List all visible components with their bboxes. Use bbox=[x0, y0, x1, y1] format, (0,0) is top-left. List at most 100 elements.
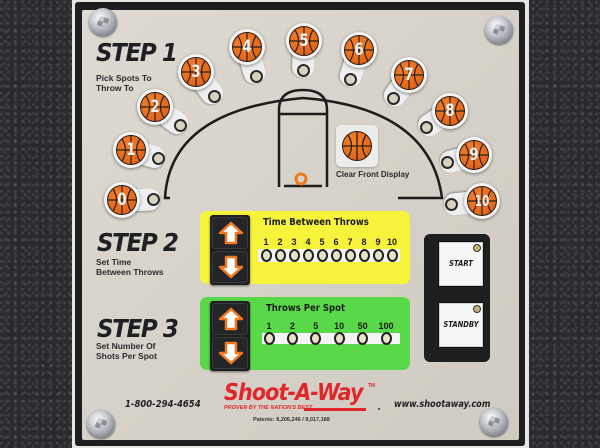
tick-label: 10 bbox=[386, 237, 397, 247]
spot-number: 7 bbox=[404, 65, 414, 85]
spot-led-10 bbox=[444, 197, 458, 211]
tick-label: 5 bbox=[319, 237, 325, 247]
indicator-led bbox=[316, 249, 328, 262]
spot-button-8[interactable]: 8 bbox=[432, 93, 468, 129]
spot-number: 8 bbox=[445, 101, 455, 121]
step3-subtitle-line2: Shots Per Spot bbox=[96, 351, 157, 361]
basketball-icon: 1 bbox=[116, 135, 146, 165]
clear-front-display-button[interactable] bbox=[336, 125, 378, 167]
tick-label: 10 bbox=[334, 321, 345, 331]
tick-label: 5 bbox=[313, 321, 319, 331]
throws-indicator-window bbox=[262, 333, 400, 344]
website: www.shootaway.com bbox=[394, 399, 491, 410]
spot-button-10[interactable]: 10 bbox=[464, 183, 500, 219]
tick-label: 9 bbox=[375, 237, 381, 247]
separator-dot bbox=[378, 408, 380, 410]
spot-button-6[interactable]: 6 bbox=[341, 32, 377, 68]
time-decrease-button[interactable] bbox=[212, 251, 248, 283]
spot-button-1[interactable]: 1 bbox=[113, 132, 149, 168]
brand-logo: Shoot-A-Way bbox=[224, 380, 364, 406]
step2-subtitle-line2: Between Throws bbox=[96, 267, 164, 277]
basketball-icon: 10 bbox=[467, 186, 497, 216]
spot-button-2[interactable]: 2 bbox=[137, 89, 173, 125]
spot-led-2 bbox=[173, 118, 187, 132]
tick-label: 8 bbox=[361, 237, 367, 247]
indicator-led bbox=[380, 332, 392, 345]
time-between-throws-title: Time Between Throws bbox=[263, 217, 369, 228]
start-button[interactable]: START bbox=[438, 241, 484, 287]
spot-button-4[interactable]: 4 bbox=[229, 29, 265, 65]
step1-subtitle: Pick Spots To Throw To bbox=[96, 73, 152, 93]
indicator-led bbox=[330, 249, 342, 262]
basketball-icon: 0 bbox=[107, 185, 137, 215]
spot-led-9 bbox=[440, 155, 454, 169]
step3-title: STEP 3 bbox=[97, 314, 179, 343]
arrow-down-icon bbox=[218, 255, 244, 279]
indicator-led bbox=[274, 249, 286, 262]
spot-number: 1 bbox=[126, 140, 136, 160]
basketball-icon bbox=[342, 131, 372, 161]
tick-label: 1 bbox=[263, 237, 269, 247]
trademark: TM bbox=[368, 383, 376, 389]
screw-icon bbox=[485, 16, 513, 44]
spot-led-1 bbox=[151, 151, 165, 165]
basketball-icon: 4 bbox=[232, 32, 262, 62]
spot-led-7 bbox=[386, 91, 400, 105]
basketball-icon: 3 bbox=[181, 57, 211, 87]
spot-number: 4 bbox=[242, 37, 252, 57]
patents: Patents: 8,206,246 / 9,017,188 bbox=[253, 417, 330, 423]
start-led-indicator bbox=[473, 244, 481, 252]
spot-number: 0 bbox=[117, 190, 127, 210]
spot-led-5 bbox=[296, 63, 310, 77]
indicator-led bbox=[288, 249, 300, 262]
indicator-led bbox=[286, 332, 298, 345]
step2-subtitle: Set Time Between Throws bbox=[96, 257, 164, 277]
spot-number: 2 bbox=[150, 97, 160, 117]
step1-subtitle-line1: Pick Spots To bbox=[96, 73, 152, 83]
standby-button[interactable]: STANDBY bbox=[438, 302, 484, 348]
spot-led-0 bbox=[146, 192, 160, 206]
spot-number: 5 bbox=[299, 31, 309, 51]
spot-number: 6 bbox=[354, 40, 364, 60]
tick-label: 2 bbox=[289, 321, 295, 331]
spot-number: 9 bbox=[469, 145, 479, 165]
tick-label: 50 bbox=[357, 321, 368, 331]
spot-led-3 bbox=[207, 89, 221, 103]
indicator-led bbox=[358, 249, 370, 262]
phone-number: 1-800-294-4654 bbox=[125, 399, 201, 410]
tick-label: 2 bbox=[277, 237, 283, 247]
step2-subtitle-line1: Set Time bbox=[96, 257, 132, 267]
spot-button-3[interactable]: 3 bbox=[178, 54, 214, 90]
time-increase-button[interactable] bbox=[212, 217, 248, 249]
basketball-icon: 8 bbox=[435, 96, 465, 126]
spot-button-9[interactable]: 9 bbox=[456, 137, 492, 173]
screw-icon bbox=[89, 8, 117, 36]
indicator-led bbox=[260, 249, 272, 262]
spot-button-7[interactable]: 7 bbox=[391, 57, 427, 93]
tick-label: 4 bbox=[305, 237, 311, 247]
throws-decrease-button[interactable] bbox=[212, 337, 248, 369]
throws-per-spot-title: Throws Per Spot bbox=[266, 303, 346, 314]
basketball-icon: 7 bbox=[394, 60, 424, 90]
clear-front-display-label: Clear Front Display bbox=[336, 170, 410, 179]
basketball-icon: 6 bbox=[344, 35, 374, 65]
arrow-down-icon bbox=[218, 341, 244, 365]
indicator-led bbox=[310, 332, 322, 345]
indicator-led bbox=[263, 332, 275, 345]
screw-icon bbox=[87, 410, 115, 438]
brand-tagline: PROVEN BY THE NATION'S BEST bbox=[224, 405, 366, 412]
basketball-icon: 2 bbox=[140, 92, 170, 122]
indicator-led bbox=[372, 249, 384, 262]
spot-button-0[interactable]: 0 bbox=[104, 182, 140, 218]
spot-led-4 bbox=[249, 69, 263, 83]
throws-increase-button[interactable] bbox=[212, 303, 248, 335]
step1-title: STEP 1 bbox=[96, 38, 178, 67]
spot-number: 3 bbox=[191, 62, 201, 82]
tick-label: 6 bbox=[333, 237, 339, 247]
spot-button-5[interactable]: 5 bbox=[286, 23, 322, 59]
start-label: START bbox=[449, 259, 473, 268]
tick-label: 1 bbox=[266, 321, 272, 331]
arrow-up-icon bbox=[218, 307, 244, 331]
basketball-icon: 5 bbox=[289, 26, 319, 56]
